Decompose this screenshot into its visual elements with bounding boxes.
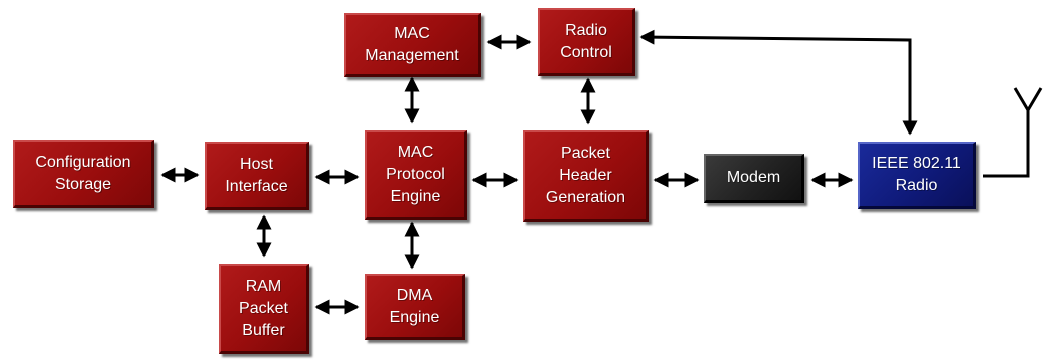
radio-control-block: Radio Control xyxy=(538,8,635,76)
dma-engine-block: DMA Engine xyxy=(365,274,465,340)
ram-packet-buffer-block: RAM Packet Buffer xyxy=(219,264,309,354)
antenna-icon xyxy=(983,87,1043,178)
ieee-802-11-radio-block: IEEE 802.11 Radio xyxy=(858,142,976,209)
mac-protocol-engine-block: MAC Protocol Engine xyxy=(365,130,467,220)
packet-header-generation-block: Packet Header Generation xyxy=(523,130,649,222)
arrow-radioctrl-ieee xyxy=(639,29,918,136)
host-interface-block: Host Interface xyxy=(205,142,309,210)
mac-management-block: MAC Management xyxy=(344,13,481,77)
modem-block: Modem xyxy=(704,154,804,203)
configuration-storage-block: Configuration Storage xyxy=(13,140,154,208)
